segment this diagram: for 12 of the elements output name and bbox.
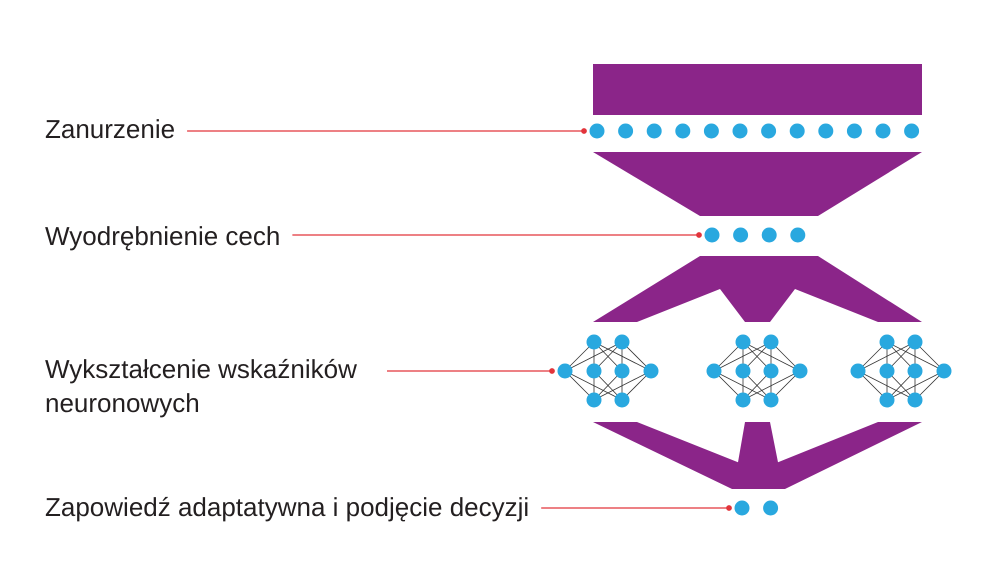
stage-label: Zapowiedź adaptatywna i podjęcie decyzji	[45, 490, 530, 524]
leader-line	[541, 505, 732, 511]
leader-line	[387, 368, 555, 374]
leader-line	[292, 232, 702, 238]
dot-row-drawing	[733, 499, 781, 517]
leader-line	[187, 128, 587, 134]
stage-label: Wykształcenie wskaźników neuronowych	[45, 352, 375, 420]
block-connector	[593, 422, 922, 489]
stage-label: Wyodrębnienie cech	[45, 219, 280, 253]
block-connector	[593, 256, 922, 322]
block-connector	[593, 152, 922, 216]
stage-label: Zanurzenie	[45, 112, 176, 146]
